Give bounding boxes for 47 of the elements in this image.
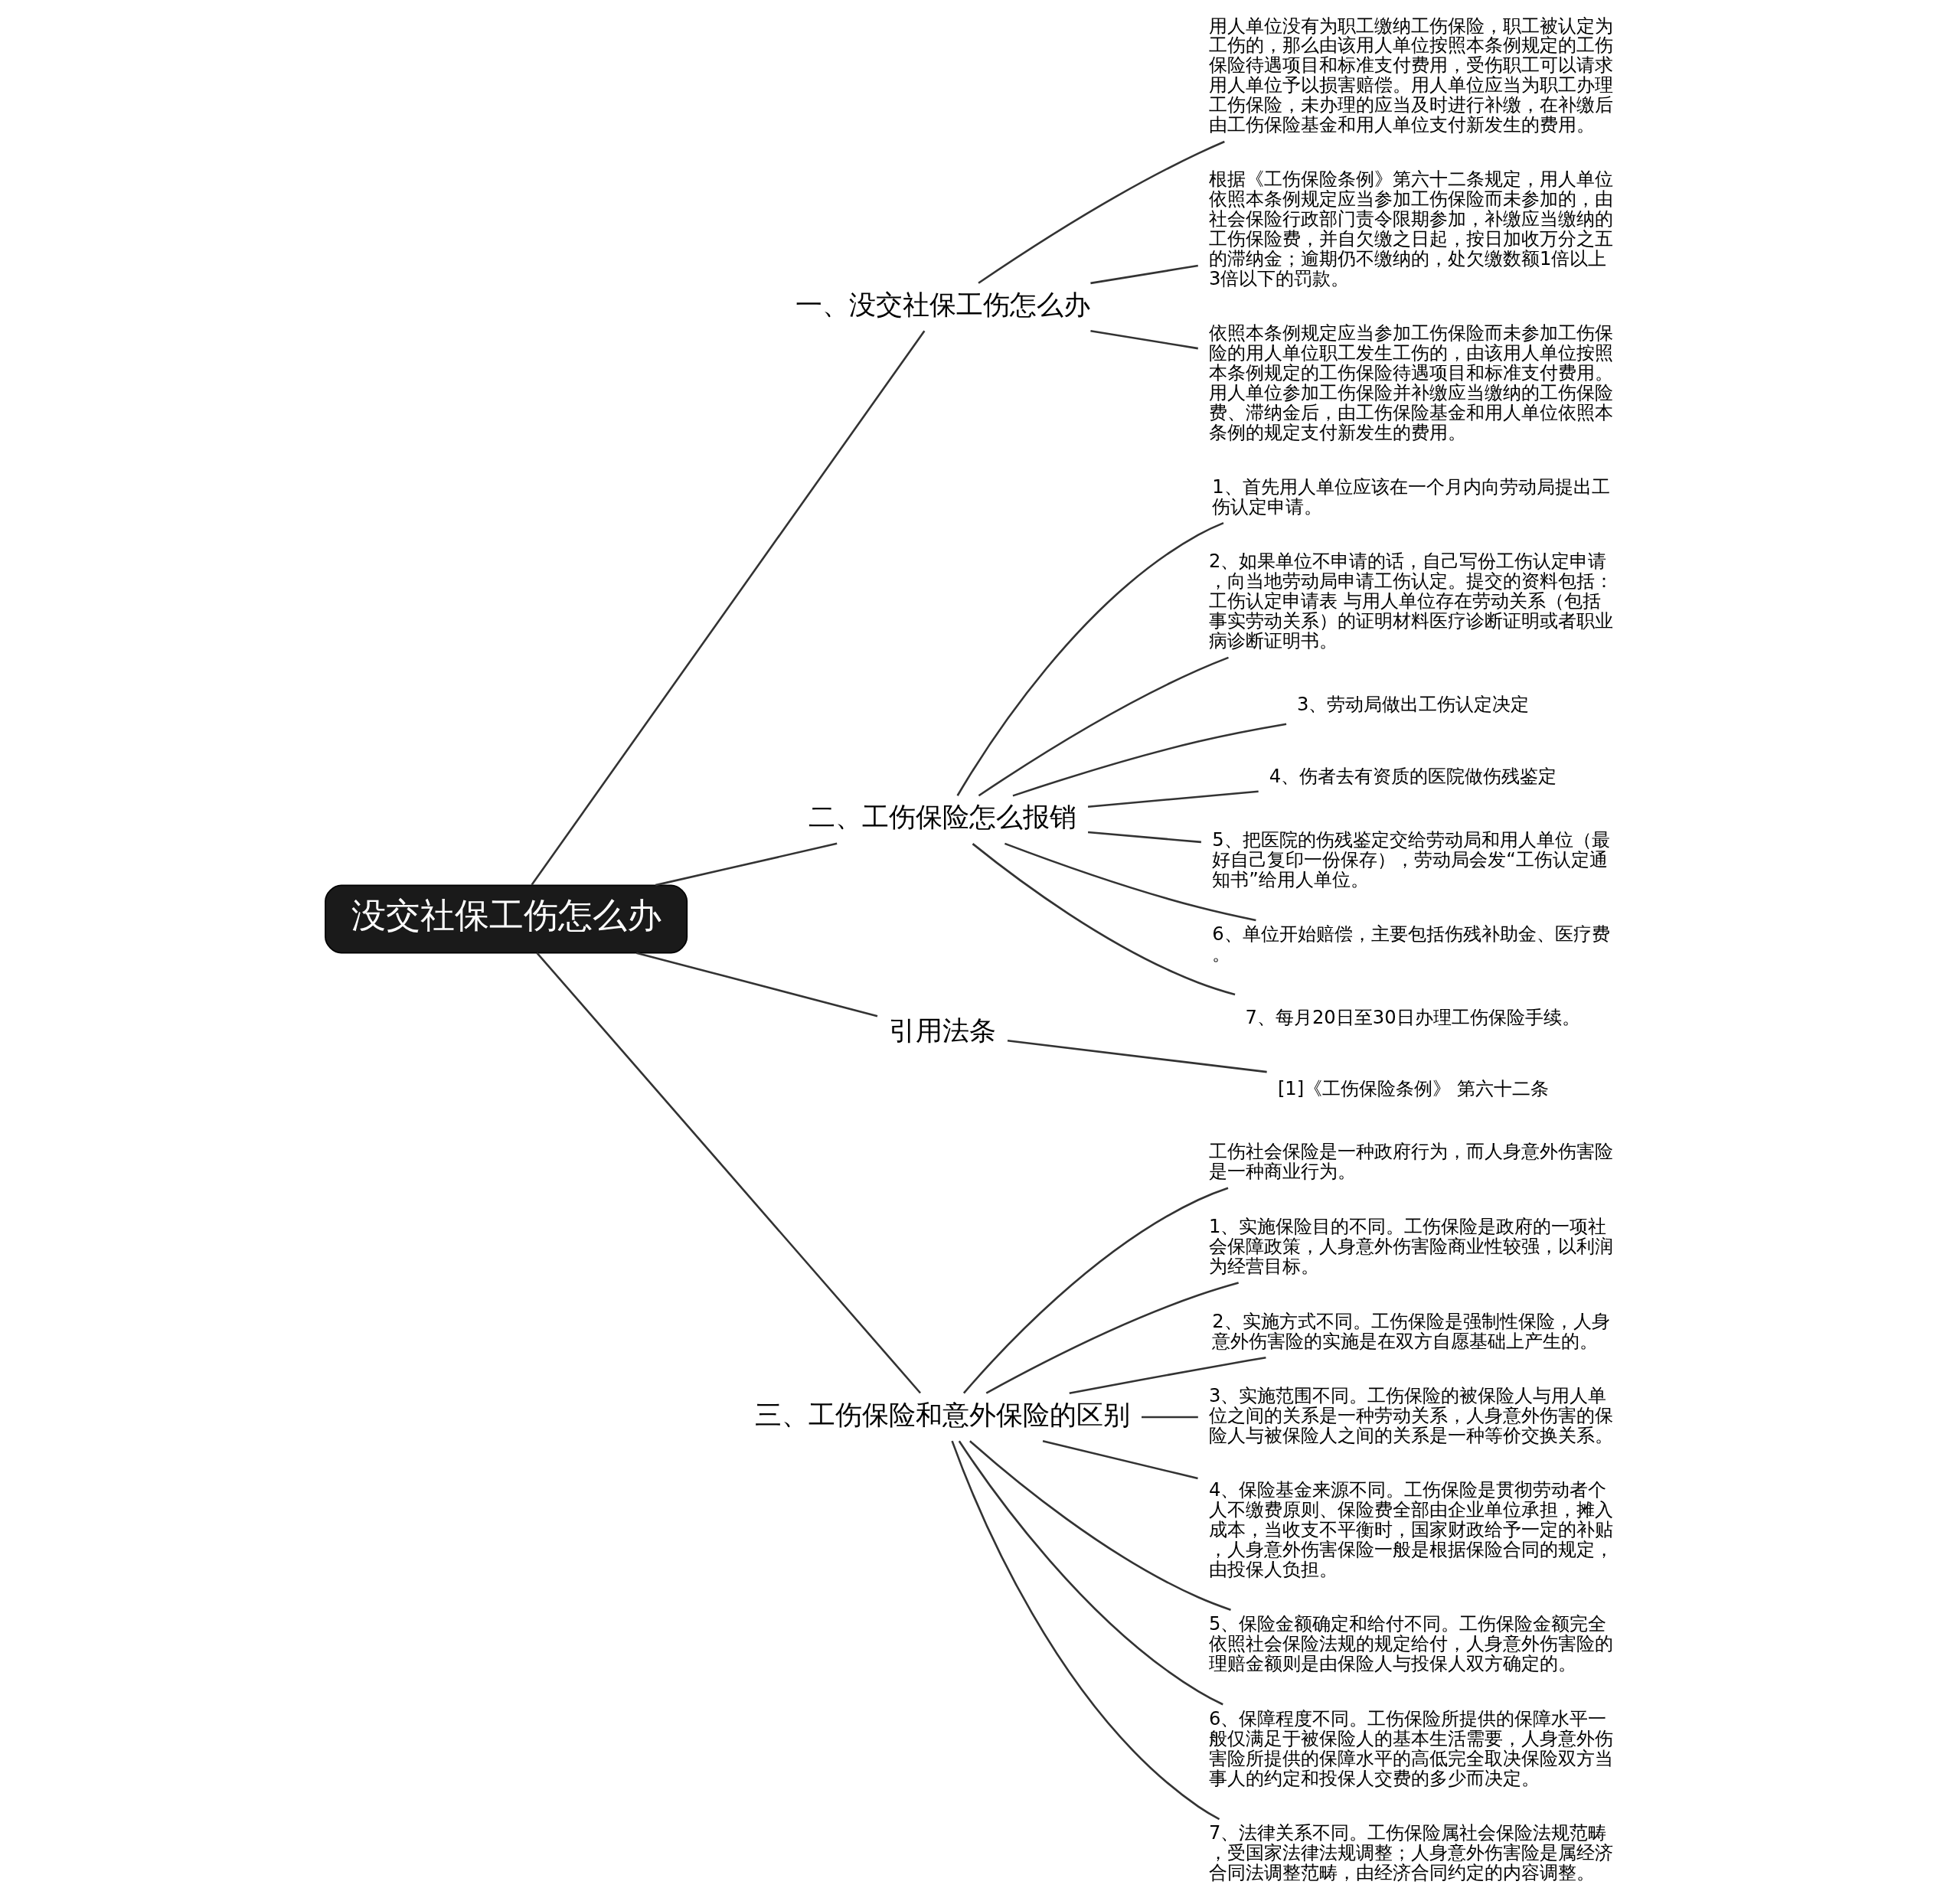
node-text: 1、实施保险目的不同。工伤保险是政府的一项社会保障政策，人身意外伤害险商业性较强，以利润为经营目标。	[1208, 1215, 1613, 1277]
node-text: 7、法律关系不同。工伤保险属社会保险法规范畴，受国家法律法规调整；人身意外伤害险是属经济合同法调整范畴，由经济合同约定的内容调整。	[1208, 1822, 1613, 1884]
connector	[1087, 790, 1259, 808]
node-text: 1、首先用人单位应该在一个月内向劳动局提出工伤认定申请。	[1211, 475, 1610, 518]
connector	[969, 1440, 1231, 1611]
node-text: 工伤社会保险是一种政府行为，而人身意外伤害险是一种商业行为。	[1208, 1141, 1613, 1183]
connector	[1087, 831, 1201, 844]
connector	[1007, 1039, 1267, 1073]
node-text: [1]《工伤保险条例》 第六十二条	[1277, 1078, 1549, 1099]
connector	[1089, 264, 1198, 285]
node-text: 4、保险基金来源不同。工伤保险是贯彻劳动者个人不缴费原则、保险费全部由企业单位承担，摊入成本，当收支不平衡时，国家财政给予一定的补贴，人身意外伤害保险一般是根据保险合同的规定，由投保人负担。	[1208, 1479, 1613, 1581]
node-text: 用人单位没有为职工缴纳工伤保险，职工被认定为工伤的，那么由该用人单位按照本条例规定的工伤保险待遇项目和标准支付费用，受伤职工可以请求用人单位予以损害赔偿。用人单位应当为职工办理工伤保险，未办理的应当及时进行补缴，在补缴后由工伤保险基金和用人单位支付新发生的费用。	[1208, 15, 1613, 136]
node-text: 三、工伤保险和意外保险的区别	[754, 1399, 1130, 1430]
connector	[1004, 842, 1256, 922]
node-text: 5、保险金额确定和给付不同。工伤保险金额完全依照社会保险法规的规定给付，人身意外伤害险的理赔金额则是由保险人与投保人双方确定的。	[1208, 1613, 1613, 1674]
node-text: 根据《工伤保险条例》第六十二条规定，用人单位依照本条例规定应当参加工伤保险而未参加的，由社会保险行政部门责令限期参加，补缴应当缴纳的工伤保险费，并自欠缴之日起，按日加收万分之五的滞纳金；逾期仍不缴纳的，处欠缴数额1倍以上3倍以下的罚款。	[1208, 168, 1613, 289]
connector	[530, 330, 925, 886]
connector	[958, 1440, 1223, 1706]
node-text: 7、每月20日至30日办理工伤保险手续。	[1245, 1006, 1580, 1028]
node-text: 4、伤者去有资质的医院做伤残鉴定	[1269, 765, 1557, 787]
node-text: 6、单位开始赔偿，主要包括伤残补助金、医疗费。	[1211, 923, 1610, 965]
node-text: 引用法条	[888, 1014, 996, 1046]
connector	[985, 1282, 1239, 1394]
connector	[978, 656, 1229, 797]
connector	[972, 843, 1235, 996]
node-text: 3、实施范围不同。工伤保险的被保险人与用人单位之间的关系是一种劳动关系，人身意外伤害的保险人与被保险人之间的关系是一种等价交换关系。	[1208, 1385, 1613, 1447]
connector	[1089, 329, 1198, 350]
node-text: 二、工伤保险怎么报销	[808, 802, 1076, 833]
connector	[977, 140, 1225, 284]
connector	[1068, 1356, 1266, 1394]
node-box: 没交社保工伤怎么办	[324, 884, 688, 954]
node-text: 依照本条例规定应当参加工伤保险而未参加工伤保险的用人单位职工发生工伤的，由该用人单位按照本条例规定的工伤保险待遇项目和标准支付费用。用人单位参加工伤保险并补缴应当缴纳的工伤保险费、滞纳金后，由工伤保险基金和用人单位依照本条例的规定支付新发生的费用。	[1208, 322, 1613, 443]
connector	[1012, 723, 1286, 797]
node-text: 2、如果单位不申请的话，自己写份工伤认定申请，向当地劳动局申请工伤认定。提交的资料包括：工伤认定申请表 与用人单位存在劳动关系（包括事实劳动关系）的证明材料医疗诊断证明或者职业病诊断证明书。	[1208, 550, 1613, 652]
node-text: 5、把医院的伤残鉴定交给劳动局和用人单位（最好自己复印一份保存），劳动局会发“工伤认定通知书”给用人单位。	[1211, 828, 1610, 890]
connector	[535, 952, 921, 1394]
connector	[1042, 1439, 1198, 1480]
connector	[1141, 1416, 1198, 1419]
connector	[950, 1440, 1220, 1821]
connector	[635, 952, 877, 1017]
node-text: 一、没交社保工伤怎么办	[795, 289, 1090, 320]
connector	[655, 842, 837, 887]
node-text: 2、实施方式不同。工伤保险是强制性保险，人身意外伤害险的实施是在双方自愿基础上产生的。	[1211, 1310, 1610, 1352]
connector	[962, 1187, 1228, 1394]
connector	[956, 521, 1223, 796]
node-text: 6、保障程度不同。工伤保险所提供的保障水平一般仅满足于被保险人的基本生活需要，人身意外伤害险所提供的保障水平的高低完全取决保险双方当事人的约定和投保人交费的多少而决定。	[1208, 1707, 1613, 1789]
node-text: 3、劳动局做出工伤认定决定	[1296, 694, 1529, 716]
